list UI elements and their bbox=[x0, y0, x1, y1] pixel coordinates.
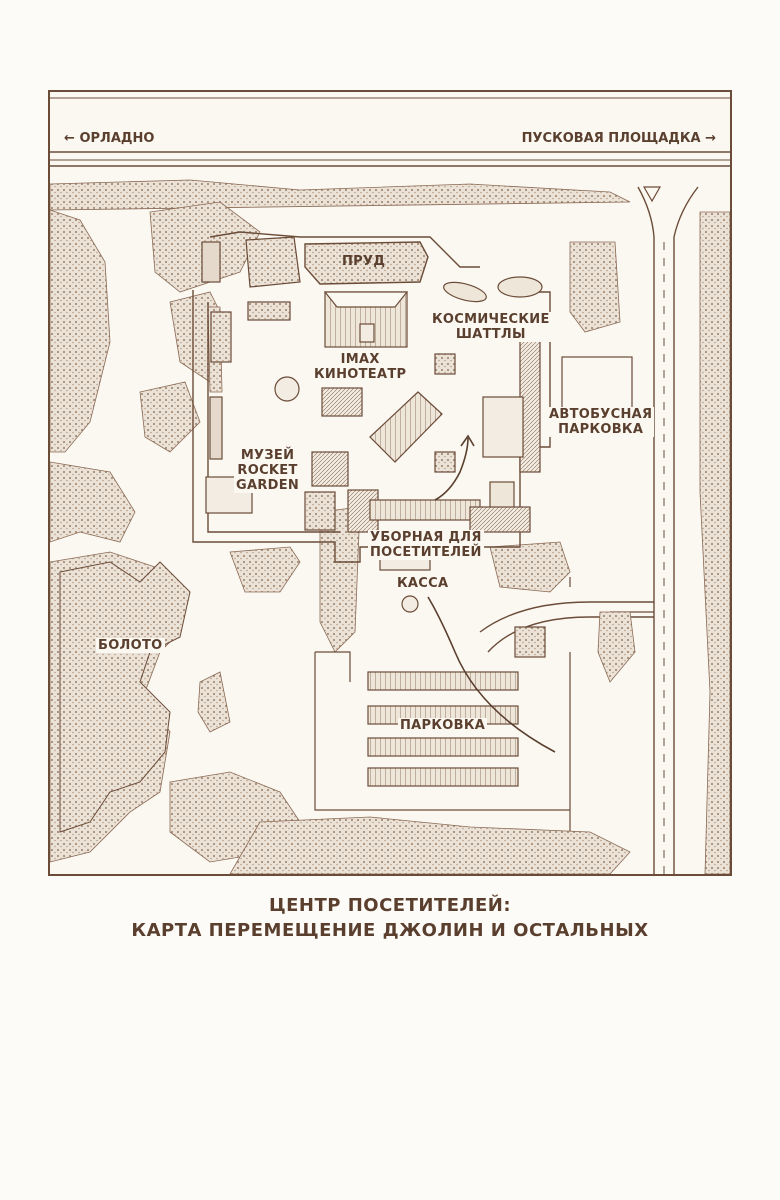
pond bbox=[245, 236, 429, 288]
road-label-right: ПУСКОВАЯ ПЛОЩАДКА → bbox=[522, 131, 716, 146]
label-space-shuttles: КОСМИЧЕСКИЕ ШАТТЛЫ bbox=[430, 312, 552, 342]
label-imax-line1: IMAX bbox=[340, 352, 380, 367]
label-pond: ПРУД bbox=[342, 254, 386, 269]
highway bbox=[50, 97, 730, 167]
complex-boundary bbox=[192, 231, 551, 563]
label-imax: IMAX КИНОТЕАТР bbox=[312, 352, 409, 382]
road-label-orlando: ОРЛАДНО bbox=[79, 131, 155, 146]
label-space-shuttles-line2: ШАТТЛЫ bbox=[455, 327, 526, 342]
label-rocket-garden: МУЗЕЙ ROCKET GARDEN bbox=[234, 448, 302, 493]
arrow-right-icon: → bbox=[705, 131, 716, 146]
road-label-left: ← ОРЛАДНО bbox=[64, 131, 154, 146]
label-imax-line2: КИНОТЕАТР bbox=[314, 367, 407, 382]
swamp-area bbox=[59, 561, 191, 833]
arrow-left-icon: ← bbox=[64, 131, 75, 146]
label-parking: ПАРКОВКА bbox=[398, 718, 488, 733]
buildings bbox=[201, 241, 633, 658]
label-rocket-garden-line2: ROCKET bbox=[237, 463, 298, 478]
label-restroom-line2: ПОСЕТИТЕЛЕЙ bbox=[370, 545, 482, 560]
label-space-shuttles-line1: КОСМИЧЕСКИЕ bbox=[432, 312, 550, 327]
label-bus-parking-line2: ПАРКОВКА bbox=[558, 422, 644, 437]
label-restroom: УБОРНАЯ ДЛЯ ПОСЕТИТЕЛЕЙ bbox=[368, 530, 484, 560]
map-drawing bbox=[50, 97, 730, 874]
caption-line1: ЦЕНТР ПОСЕТИТЕЛЕЙ: bbox=[268, 895, 512, 916]
label-ticket-office: КАССА bbox=[395, 576, 451, 591]
label-swamp: БОЛОТО bbox=[96, 638, 165, 653]
label-rocket-garden-line3: GARDEN bbox=[236, 478, 300, 493]
access-road bbox=[479, 186, 699, 874]
road-label-launch-pad: ПУСКОВАЯ ПЛОЩАДКА bbox=[521, 131, 701, 146]
map-caption: ЦЕНТР ПОСЕТИТЕЛЕЙ: КАРТА ПЕРЕМЕЩЕНИЕ ДЖО… bbox=[0, 893, 780, 943]
label-restroom-line1: УБОРНАЯ ДЛЯ bbox=[370, 530, 482, 545]
label-bus-parking-line1: АВТОБУСНАЯ bbox=[549, 407, 653, 422]
label-rocket-garden-line1: МУЗЕЙ bbox=[240, 448, 295, 463]
map-frame: ← ОРЛАДНО ПУСКОВАЯ ПЛОЩАДКА → ПРУД КОСМИ… bbox=[48, 90, 732, 876]
label-bus-parking: АВТОБУСНАЯ ПАРКОВКА bbox=[547, 407, 655, 437]
caption-line2: КАРТА ПЕРЕМЕЩЕНИЕ ДЖОЛИН И ОСТАЛЬНЫХ bbox=[131, 920, 649, 941]
route-path bbox=[427, 434, 556, 753]
